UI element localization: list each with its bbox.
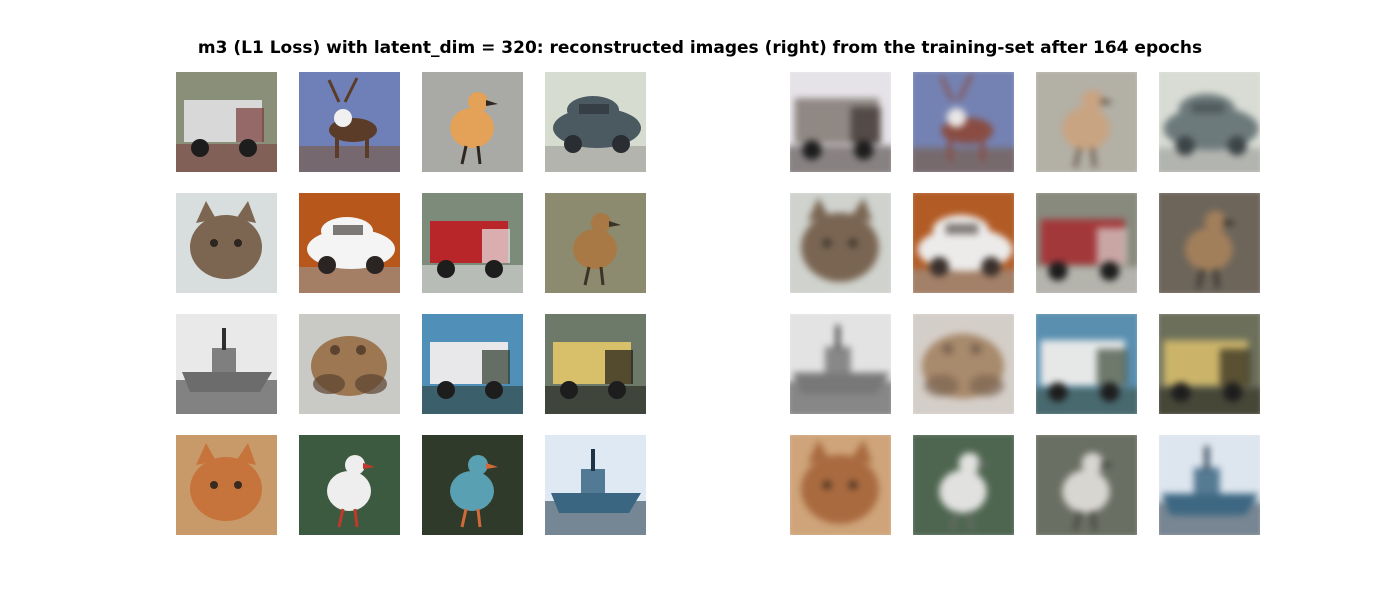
original-image-car-4 [545, 72, 646, 172]
frog-image [299, 314, 400, 414]
truck-image [545, 314, 646, 414]
original-image-frog-10 [299, 314, 400, 414]
reconstructed-image-bird-8 [1159, 193, 1260, 293]
original-image-truck-12 [545, 314, 646, 414]
bird-image [422, 72, 523, 172]
original-image-cat-13 [176, 435, 277, 535]
original-image-truck-7 [422, 193, 523, 293]
original-image-ship-9 [176, 314, 277, 414]
reconstructed-image-truck-1 [790, 72, 891, 172]
bird-image [1036, 435, 1137, 535]
reconstructed-image-frog-10 [913, 314, 1014, 414]
car-image [913, 193, 1014, 293]
reconstructed-image-bird-15 [1036, 435, 1137, 535]
car-image [299, 193, 400, 293]
truck-image [1159, 314, 1260, 414]
reconstructed-image-truck-7 [1036, 193, 1137, 293]
reconstructed-image-deer-2 [913, 72, 1014, 172]
truck-image [176, 72, 277, 172]
original-image-cat-5 [176, 193, 277, 293]
ship-image [1159, 435, 1260, 535]
cat-image [176, 193, 277, 293]
ship-image [790, 314, 891, 414]
cat-image [176, 435, 277, 535]
original-image-ship-16 [545, 435, 646, 535]
original-image-truck-1 [176, 72, 277, 172]
cat-image [790, 193, 891, 293]
reconstructed-image-bird-14 [913, 435, 1014, 535]
cat-image [790, 435, 891, 535]
bird-image [1036, 72, 1137, 172]
reconstructed-image-cat-13 [790, 435, 891, 535]
truck-image [422, 193, 523, 293]
ship-image [545, 435, 646, 535]
ship-image [176, 314, 277, 414]
bird-image [1159, 193, 1260, 293]
original-image-truck-11 [422, 314, 523, 414]
reconstructed-image-bird-3 [1036, 72, 1137, 172]
bird-image [545, 193, 646, 293]
truck-image [790, 72, 891, 172]
reconstructed-image-truck-12 [1159, 314, 1260, 414]
original-image-bird-15 [422, 435, 523, 535]
reconstructed-image-ship-16 [1159, 435, 1260, 535]
reconstructed-image-truck-11 [1036, 314, 1137, 414]
truck-image [422, 314, 523, 414]
truck-image [1036, 193, 1137, 293]
bird-image [422, 435, 523, 535]
original-image-deer-2 [299, 72, 400, 172]
figure-title: m3 (L1 Loss) with latent_dim = 320: reco… [197, 38, 1203, 58]
reconstructed-image-cat-5 [790, 193, 891, 293]
reconstructed-image-ship-9 [790, 314, 891, 414]
car-image [1159, 72, 1260, 172]
deer-image [299, 72, 400, 172]
bird-image [913, 435, 1014, 535]
bird-image [299, 435, 400, 535]
deer-image [913, 72, 1014, 172]
frog-image [913, 314, 1014, 414]
original-image-car-6 [299, 193, 400, 293]
reconstructed-image-car-6 [913, 193, 1014, 293]
original-image-bird-14 [299, 435, 400, 535]
reconstructed-image-car-4 [1159, 72, 1260, 172]
car-image [545, 72, 646, 172]
original-image-bird-8 [545, 193, 646, 293]
truck-image [1036, 314, 1137, 414]
original-image-bird-3 [422, 72, 523, 172]
